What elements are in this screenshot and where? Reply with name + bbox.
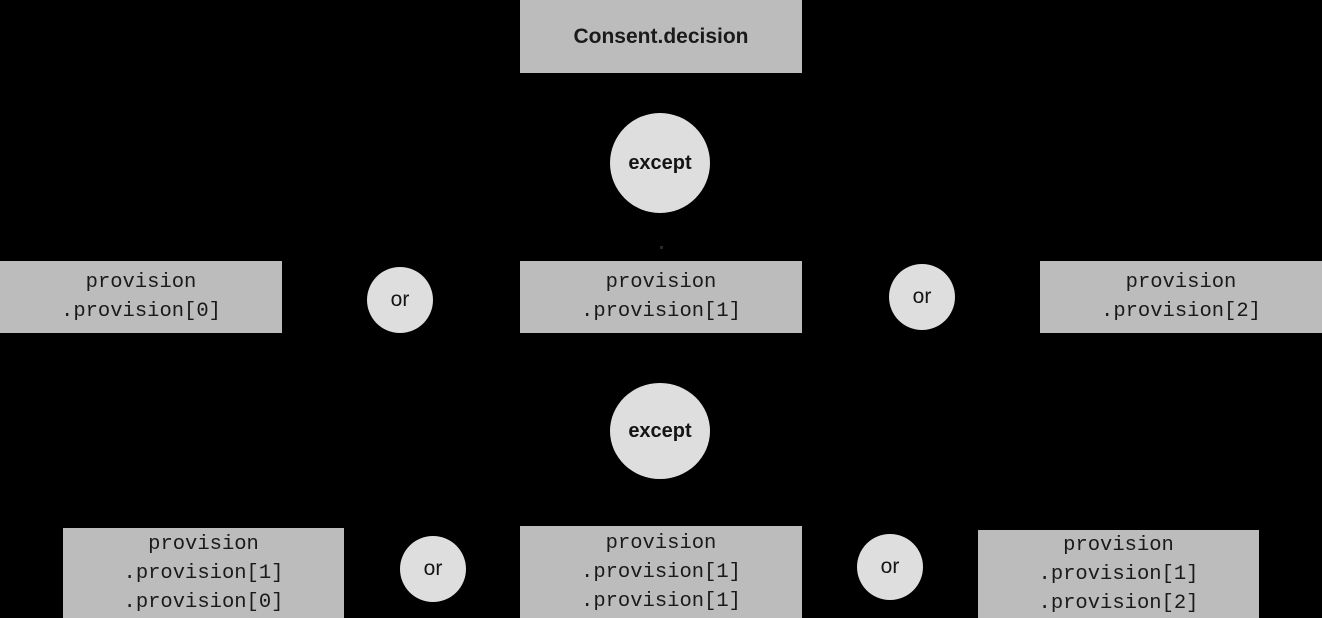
node-line-1: provision [605, 271, 717, 294]
operator-or-row2-left[interactable]: or [367, 267, 433, 333]
operator-except-upper[interactable]: except [610, 113, 710, 213]
node-line-1: provision [1125, 271, 1237, 294]
node-line-2: .provision[1] [1038, 562, 1199, 586]
node-label: Consent.decision [573, 24, 749, 48]
node-line-1: provision [85, 271, 197, 294]
node-line-2: .provision[2] [1101, 300, 1261, 323]
node-line-1: provision [1063, 533, 1174, 557]
node-line-2: .provision[1] [581, 300, 741, 323]
operator-label: or [912, 285, 932, 308]
operator-label: or [390, 288, 410, 311]
operator-label: except [628, 419, 692, 442]
operator-except-lower[interactable]: except [610, 383, 710, 479]
operator-label: or [423, 557, 443, 580]
operator-or-row3-right[interactable]: or [857, 534, 923, 600]
node-line-1: provision [605, 531, 717, 555]
node-provision-0[interactable]: provision .provision[0] [0, 261, 282, 333]
operator-or-row2-right[interactable]: or [889, 264, 955, 330]
node-line-3: .provision[1] [581, 589, 741, 613]
node-consent-decision[interactable]: Consent.decision [520, 0, 802, 73]
operator-label: or [880, 555, 900, 578]
operator-label: except [628, 151, 692, 174]
node-line-2: .provision[1] [581, 560, 741, 584]
connector-dot-top [660, 246, 663, 249]
node-line-2: .provision[1] [123, 561, 284, 585]
node-provision-1-1[interactable]: provision .provision[1] .provision[1] [520, 526, 802, 618]
node-line-2: .provision[0] [61, 300, 221, 323]
node-line-3: .provision[2] [1038, 591, 1199, 615]
node-provision-2[interactable]: provision .provision[2] [1040, 261, 1322, 333]
node-line-3: .provision[0] [123, 590, 284, 614]
node-line-1: provision [148, 532, 259, 556]
operator-or-row3-left[interactable]: or [400, 536, 466, 602]
node-provision-1-0[interactable]: provision .provision[1] .provision[0] [63, 528, 344, 618]
node-provision-1-2[interactable]: provision .provision[1] .provision[2] [978, 530, 1259, 618]
node-provision-1[interactable]: provision .provision[1] [520, 261, 802, 333]
